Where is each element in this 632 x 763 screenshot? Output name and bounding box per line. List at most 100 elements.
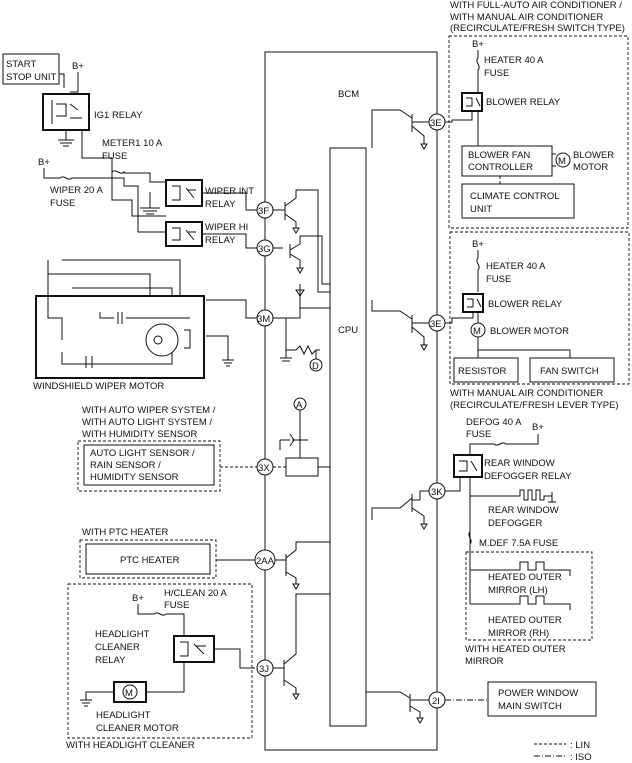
cpu-box	[329, 147, 367, 727]
terminal-3x-label: 3X	[258, 463, 270, 474]
wiper-int-line1: WIPER INT	[205, 186, 254, 197]
terminal-3e-2-label: 3E	[430, 319, 442, 330]
blower-fan-ctrl-line1: BLOWER FAN	[468, 150, 530, 161]
ptc-heater-label: PTC HEATER	[120, 555, 180, 566]
auto-header-2: WITH AUTO LIGHT SYSTEM /	[82, 417, 212, 428]
mirror-footer-1: WITH HEATED OUTER	[465, 644, 566, 655]
wiper-int-relay-box	[165, 179, 203, 207]
blower-fan-controller-box	[461, 145, 553, 177]
fan-switch-label: FAN SWITCH	[540, 366, 599, 377]
auto-header-1: WITH AUTO WIPER SYSTEM /	[82, 405, 216, 416]
hl-motor-line1: HEADLIGHT	[96, 710, 151, 721]
marker-d-label: D	[312, 361, 319, 372]
mirror-group-box	[465, 551, 593, 641]
heater-fuse2-line1: HEATER 40 A	[486, 261, 546, 272]
climate-unit-line1: CLIMATE CONTROL	[470, 191, 560, 202]
lin-transceiver-box	[285, 457, 319, 477]
wiper-hi-line1: WIPER HI	[205, 222, 248, 233]
manual-footer-2: (RECIRCULATE/FRESH LEVER TYPE)	[450, 400, 619, 411]
sensor-group-box	[77, 440, 221, 492]
terminal-3k-label: 3K	[431, 487, 443, 498]
bplus-heater2: B+	[472, 239, 484, 250]
blower-motor1-line1: BLOWER	[573, 150, 614, 161]
bplus-ig1: B+	[72, 61, 84, 72]
hl-motor-m: M	[125, 688, 133, 699]
terminal-2aa-label: 2AA	[256, 556, 275, 567]
mirror-footer-2: MIRROR	[465, 656, 504, 667]
pw-switch-line2: MAIN SWITCH	[498, 701, 562, 712]
ptc-group-box	[79, 539, 217, 579]
rear-relay-line1: REAR WINDOW	[484, 458, 555, 469]
hl-relay-line2: CLEANER	[95, 642, 140, 653]
legend-lin: : LIN	[570, 740, 590, 751]
rear-window-relay-box	[453, 454, 483, 478]
sensor-box	[83, 444, 215, 486]
climate-control-unit-box	[461, 183, 575, 219]
ig1-relay-label: IG1 RELAY	[94, 110, 143, 121]
blower-motor2-label: BLOWER MOTOR	[490, 326, 569, 337]
hl-relay-line1: HEADLIGHT	[95, 629, 150, 640]
hclean-fuse-line1: H/CLEAN 20 A	[164, 588, 227, 599]
fullauto-header-1: WITH FULL-AUTO AIR CONDITIONER /	[450, 0, 622, 11]
mirror-rh-line1: HEATED OUTER	[488, 615, 562, 626]
bplus-defog: B+	[532, 422, 544, 433]
start-stop-unit-box	[2, 53, 60, 85]
blower-relay2-label: BLOWER RELAY	[488, 299, 563, 310]
windshield-wiper-motor-box	[35, 295, 205, 379]
wiper-int-line2: RELAY	[205, 199, 236, 210]
terminal-3j-label: 3J	[259, 664, 269, 675]
marker-a-label: A	[296, 400, 303, 411]
rear-relay-line2: DEFOGGER RELAY	[484, 471, 572, 482]
blower-motor1-m: M	[558, 156, 566, 167]
ptc-heater-box	[85, 543, 211, 575]
mirror-lh-line1: HEATED OUTER	[488, 572, 562, 583]
defog-fuse-line2: FUSE	[466, 429, 491, 440]
fullauto-header-3: (RECIRCULATE/FRESH SWITCH TYPE)	[450, 23, 625, 34]
fullauto-header-2: WITH MANUAL AIR CONDITIONER	[450, 12, 603, 23]
wiper-fuse-line1: WIPER 20 A	[50, 185, 103, 196]
sensor-line3: HUMIDITY SENSOR	[90, 472, 179, 483]
resistor-label: RESISTOR	[458, 366, 507, 377]
hl-footer: WITH HEADLIGHT CLEANER	[66, 740, 195, 751]
defog-fuse-line1: DEFOG 40 A	[466, 417, 522, 428]
blower-fan-ctrl-line2: CONTROLLER	[468, 162, 533, 173]
wiper-fuse-line2: FUSE	[50, 198, 75, 209]
mirror-lh-line2: MIRROR (LH)	[488, 585, 548, 596]
windshield-wiper-motor-label: WINDSHIELD WIPER MOTOR	[33, 381, 164, 392]
power-window-switch-box	[487, 681, 597, 717]
bplus-heater1: B+	[472, 39, 484, 50]
auto-header-3: WITH HUMIDITY SENSOR	[82, 429, 198, 440]
wiper-hi-line2: RELAY	[205, 235, 236, 246]
rear-defogger-line1: REAR WINDOW	[488, 505, 559, 516]
hl-motor-line2: CLEANER MOTOR	[96, 723, 179, 734]
fullauto-group-box	[448, 35, 629, 229]
meter-fuse-line2: FUSE	[102, 151, 127, 162]
terminal-3m-label: 3M	[257, 314, 270, 325]
terminal-2i-label: 2I	[432, 696, 440, 707]
blower-relay1-label: BLOWER RELAY	[486, 97, 561, 108]
blower-motor2-m: M	[473, 326, 481, 337]
terminal-3e-1-label: 3E	[430, 118, 442, 129]
sensor-line1: AUTO LIGHT SENSOR /	[90, 448, 195, 459]
cpu-label: CPU	[338, 325, 358, 336]
heater-fuse1-line2: FUSE	[484, 68, 509, 79]
terminal-3g-label: 3G	[258, 244, 271, 255]
blower-motor1-line2: MOTOR	[573, 162, 608, 173]
mdef-fuse-label: M.DEF 7.5A FUSE	[479, 538, 558, 549]
meter-fuse-line1: METER1 10 A	[102, 138, 163, 149]
manual-group-box	[449, 231, 630, 385]
start-stop-line1: START	[6, 59, 36, 70]
pw-switch-line1: POWER WINDOW	[498, 688, 578, 699]
heater-fuse1-line1: HEATER 40 A	[484, 55, 544, 66]
bplus-hclean: B+	[132, 593, 144, 604]
wiper-hi-relay-box	[165, 221, 203, 247]
headlight-group-box	[67, 583, 253, 739]
bplus-wiper: B+	[38, 157, 50, 168]
hclean-fuse-line2: FUSE	[164, 600, 189, 611]
fan-switch-box	[529, 357, 615, 383]
bcm-label: BCM	[338, 89, 359, 100]
terminal-3f-label: 3F	[258, 206, 269, 217]
manual-footer-1: WITH MANUAL AIR CONDITIONER	[450, 388, 603, 399]
headlight-cleaner-relay-box	[173, 635, 215, 663]
